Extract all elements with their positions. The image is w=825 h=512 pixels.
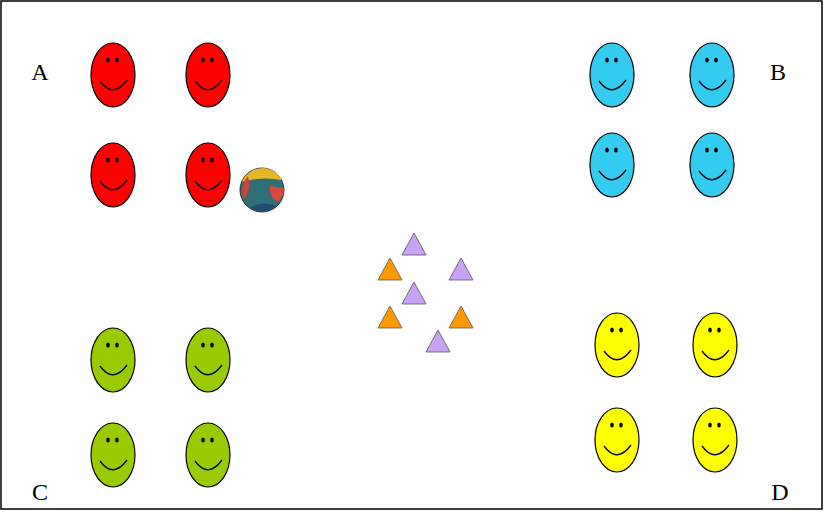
ball-panel [270,186,284,202]
red-player [91,143,135,207]
yellow-team [595,313,737,472]
corner-label: A [31,60,48,84]
blue-player [690,133,734,197]
purple-cone [426,330,450,352]
orange-cone [378,258,402,280]
yellow-player [595,408,639,472]
purple-cone [449,258,473,280]
purple-cones [402,233,473,352]
green-player [91,423,135,487]
blue-team [590,43,734,197]
yellow-player [693,408,737,472]
blue-player [590,133,634,197]
green-player [186,328,230,392]
purple-cone [402,282,426,304]
corner-label: C [32,480,48,504]
orange-cone [449,306,473,328]
corner-label: B [770,60,786,84]
blue-player [590,43,634,107]
blue-player [690,43,734,107]
red-player [186,143,230,207]
corner-label: D [771,480,788,504]
orange-cones [378,258,473,328]
orange-cone [378,306,402,328]
yellow-player [693,313,737,377]
red-player [91,43,135,107]
purple-cone [402,233,426,255]
green-player [91,328,135,392]
ball-body [240,168,284,212]
red-team [91,43,230,207]
green-player [186,423,230,487]
ball-panel [242,176,249,200]
green-team [91,328,230,487]
ball [240,168,284,212]
yellow-player [595,313,639,377]
red-player [186,43,230,107]
ball-panel [250,203,276,211]
